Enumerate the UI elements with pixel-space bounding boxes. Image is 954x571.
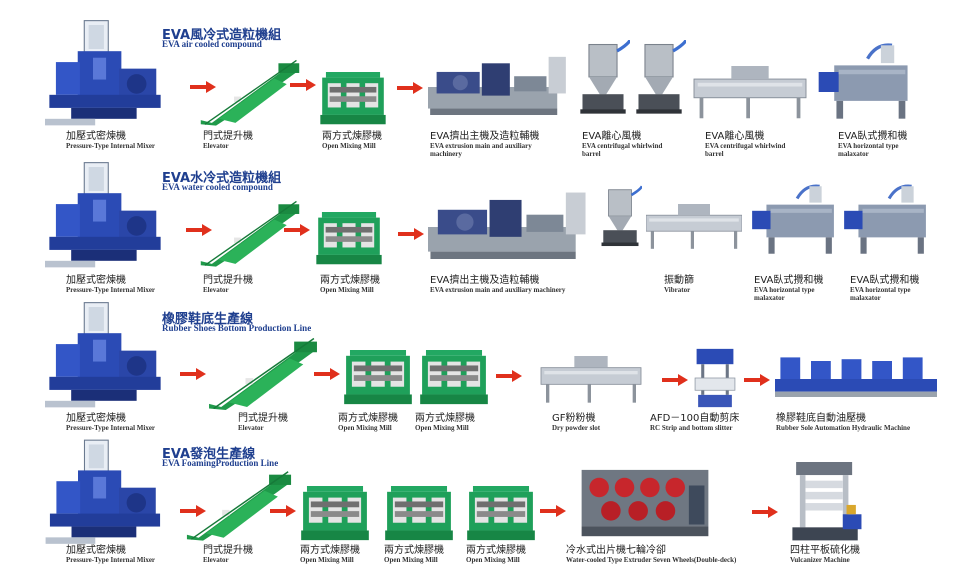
flow-arrow [398, 228, 424, 240]
cyclone-illustration [578, 40, 630, 116]
mill-illustration [316, 212, 382, 265]
powder-slot-illustration [540, 356, 642, 404]
mill-illustration [420, 350, 488, 405]
cyclone-illustration [599, 184, 642, 248]
vulcanizer-illustration [792, 462, 862, 541]
mixer-illustration [45, 20, 162, 126]
line3-title: 橡膠鞋底生產線 [162, 312, 254, 327]
flow-arrow [314, 368, 340, 380]
flow-arrow [284, 224, 310, 236]
flow-arrow [752, 506, 778, 518]
vibrator-illustration [646, 203, 742, 250]
flow-arrow [540, 505, 566, 517]
cutter-illustration [694, 348, 736, 408]
line4-subtitle: EVA FoamingProduction Line [162, 458, 279, 468]
mill-illustration [301, 486, 369, 541]
flow-arrow [496, 370, 522, 382]
line3-subtitle: Rubber Shoes Bottom Production Line [162, 323, 312, 333]
line1-title: EVA風冷式造粒機組 [162, 28, 282, 43]
line4-title: EVA發泡生產線 [162, 447, 256, 462]
mill-illustration [467, 486, 535, 541]
elevator-illustration [186, 470, 292, 542]
line1-subtitle: EVA air cooled compound [162, 39, 262, 49]
elevator-illustration [199, 59, 301, 127]
elevator-illustration [208, 337, 318, 410]
mixer-illustration [45, 439, 161, 545]
malaxator-illustration [842, 184, 928, 256]
conveyor-illustration [693, 66, 807, 119]
mixer-illustration [45, 162, 162, 268]
malaxator-illustration [750, 184, 836, 256]
mill-illustration [320, 72, 386, 125]
press-illustration [775, 357, 937, 397]
line2-title: EVA水冷式造粒機組 [162, 171, 282, 186]
flow-arrow [744, 374, 770, 386]
flow-arrow [662, 374, 688, 386]
extruder-illustration [428, 192, 586, 259]
malaxator-illustration [816, 43, 910, 121]
seven-wheels-illustration [581, 469, 709, 537]
extruder-illustration [428, 56, 566, 115]
mill-illustration [385, 486, 453, 541]
cyclone-illustration [634, 40, 686, 116]
line2-subtitle: EVA water cooled compound [162, 182, 273, 192]
flow-arrow [270, 505, 296, 517]
flow-arrow [290, 79, 316, 91]
mixer-illustration [45, 302, 162, 408]
mill-illustration [344, 350, 412, 405]
flow-arrow [397, 82, 423, 94]
